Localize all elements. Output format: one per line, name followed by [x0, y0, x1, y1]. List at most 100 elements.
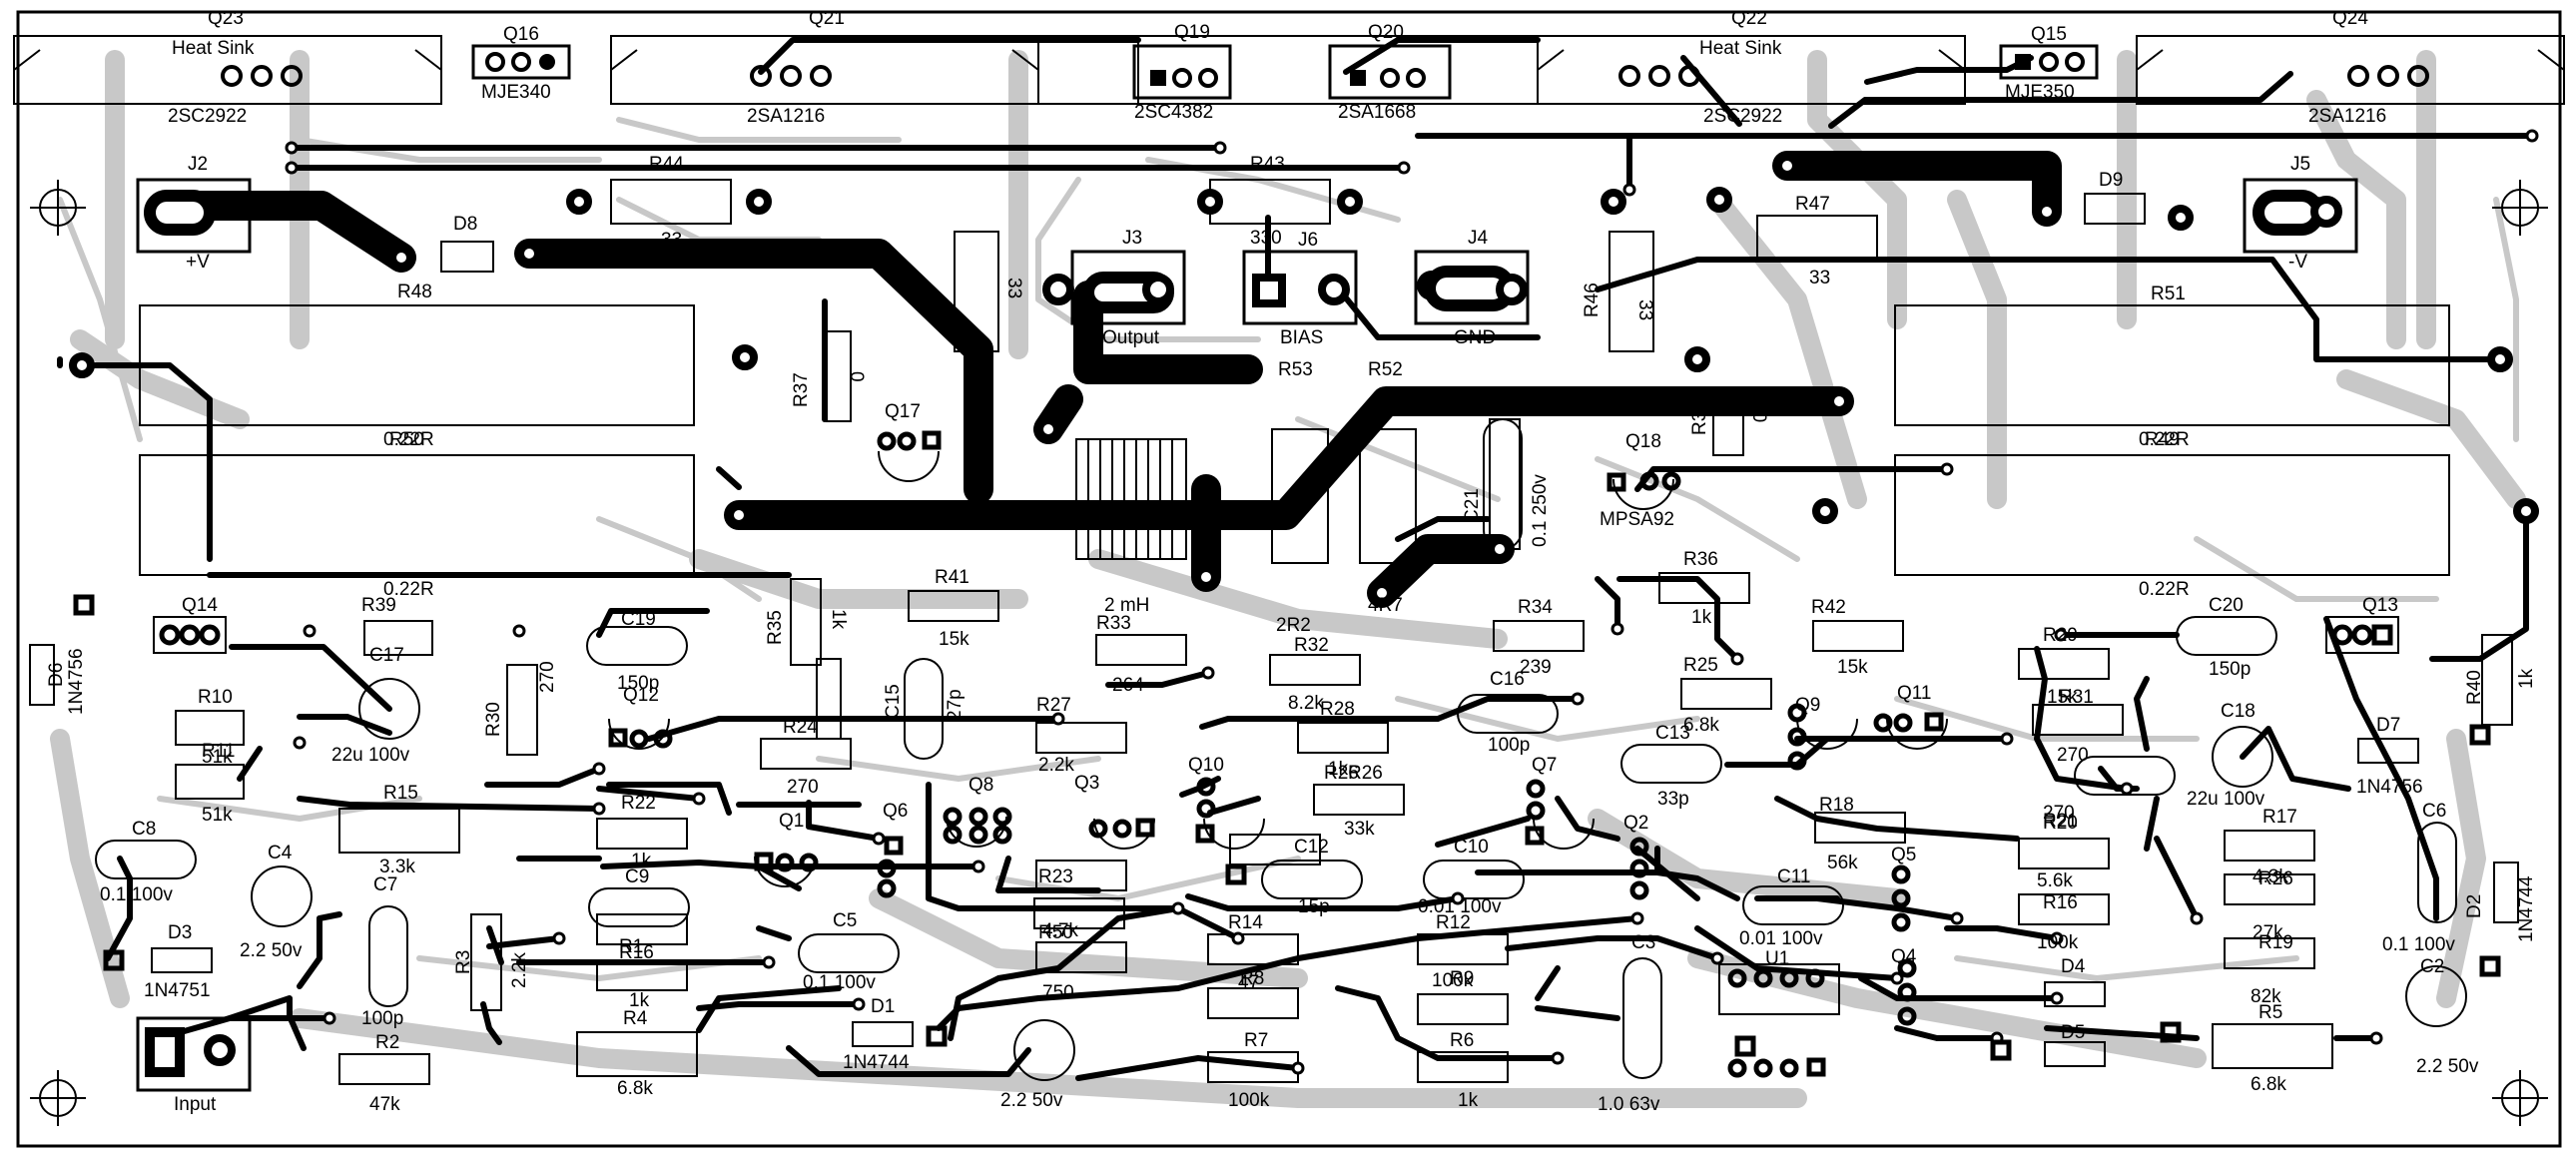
label-q22: Q22: [1731, 8, 1767, 29]
label-r39: R39: [361, 595, 396, 616]
label-r24: R24: [783, 717, 818, 738]
label-r35-value: 1k: [828, 609, 849, 630]
label-r24-value: 270: [787, 777, 819, 798]
label-r30-value: 270: [537, 661, 558, 693]
label-r16: R16: [2043, 892, 2078, 913]
label-r6: R6: [1450, 1030, 1474, 1051]
label-c4-value: 2.2 50v: [240, 940, 303, 961]
label-mje350: MJE350: [2005, 82, 2075, 103]
label-q8: Q8: [968, 775, 993, 796]
label-r11-value: 51k: [202, 805, 233, 826]
label-d2-value: 1N4744: [2516, 875, 2537, 942]
label-2sa1668: 2SA1668: [1338, 102, 1416, 123]
transistor-q15: [1999, 44, 2099, 80]
label-r17: R17: [2262, 807, 2297, 828]
label-c7-value: 100p: [361, 1008, 403, 1029]
label-q21: Q21: [809, 8, 845, 29]
label-c17-value: 22u 100v: [331, 745, 410, 766]
label-q18: Q18: [1625, 431, 1661, 452]
label-u1: U1: [1765, 948, 1789, 969]
label-c17: C17: [369, 645, 404, 666]
label-r43-value: 330: [1250, 228, 1282, 249]
label-q16: Q16: [503, 24, 539, 45]
label-r42-value: 15k: [1837, 657, 1868, 678]
label-r26-right-value: 27k: [2253, 922, 2283, 943]
label-r20-value: 5.6k: [2037, 870, 2073, 891]
label-c13: C13: [1655, 723, 1690, 744]
label-r28-value: 1k: [1328, 759, 1349, 780]
label-j4: J4: [1468, 228, 1489, 249]
label-q2: Q2: [1623, 813, 1648, 834]
label-q14: Q14: [182, 595, 218, 616]
transistor-q20-pads: [1350, 68, 1426, 88]
label-c21-value: 0.1 250v: [1530, 474, 1551, 547]
label-q24: Q24: [2332, 8, 2368, 29]
label-q9: Q9: [1795, 695, 1820, 716]
label-r11: R11: [202, 741, 235, 762]
label-r3-value: 2.2k: [509, 952, 530, 988]
label-c8: C8: [132, 819, 156, 840]
label-r44-value: 33: [661, 230, 682, 251]
label-r15: R15: [383, 783, 418, 804]
label-r19-value: 82k: [2251, 986, 2281, 1007]
label-r14: R14: [1228, 912, 1263, 933]
mark-top-left: [30, 180, 86, 236]
label-r36: R36: [1683, 549, 1718, 570]
small-components: [29, 193, 2519, 1085]
label-r12-value: 100k: [1432, 970, 1474, 991]
mark-top-right: [2492, 180, 2548, 236]
label-c16: C16: [1490, 669, 1525, 690]
label-r30: R30: [483, 702, 504, 737]
label-r28: R28: [1320, 699, 1355, 720]
label-r26-mid: R26: [1324, 763, 1359, 784]
label-minus-v: -V: [2288, 252, 2307, 273]
label-d9: D9: [2099, 170, 2123, 191]
label-r29: R29: [2043, 625, 2078, 646]
label-c8-value: 0.1 100v: [100, 884, 173, 905]
label-r10: R10: [198, 687, 233, 708]
label-q1: Q1: [779, 811, 804, 832]
label-c11-value: 0.01 100v: [1739, 928, 1823, 949]
label-r50-small-value: 750: [1042, 982, 1074, 1003]
label-d5: D5: [2061, 1022, 2085, 1043]
label-c16-value: 100p: [1488, 735, 1530, 756]
label-d8: D8: [453, 214, 477, 235]
square-pads: [73, 594, 2501, 1061]
label-r46: R46: [1582, 283, 1603, 317]
small-pads: [285, 129, 2539, 1075]
label-r21: R21: [2043, 811, 2078, 832]
label-d1: D1: [871, 996, 895, 1017]
label-d7: D7: [2376, 715, 2400, 736]
mark-bottom-left: [30, 1070, 86, 1126]
connector-j4: [1414, 250, 1530, 325]
label-r40: R40: [2464, 670, 2485, 705]
label-r51: R51: [2151, 284, 2186, 304]
label-r19: R19: [2258, 932, 2293, 953]
label-r27: R27: [1036, 695, 1071, 716]
label-c5-value: 0.1 100v: [803, 972, 876, 993]
label-r8: R8: [1240, 968, 1264, 989]
label-r40-value: 1k: [2516, 668, 2537, 689]
label-q19: Q19: [1174, 22, 1210, 43]
label-r18-value: 56k: [1827, 853, 1858, 873]
label-d6: D6: [46, 663, 67, 687]
label-r53: R53: [1278, 359, 1313, 380]
label-r41: R41: [935, 567, 969, 588]
label-r27-value: 2.2k: [1038, 755, 1074, 776]
label-gnd: GND: [1454, 327, 1496, 348]
label-r32-value: 8.2k: [1288, 693, 1324, 714]
transistor-q16: [471, 44, 571, 80]
label-d7-value: 1N4756: [2356, 777, 2423, 798]
label-r34-value: 239: [1520, 657, 1552, 678]
label-r47: R47: [1795, 194, 1830, 215]
label-r22-value: 1k: [631, 851, 652, 871]
label-c3: C3: [1631, 932, 1655, 953]
label-c7: C7: [373, 874, 397, 895]
label-output: Output: [1102, 327, 1160, 348]
output-inductor: [1075, 438, 1187, 560]
label-q15: Q15: [2031, 24, 2067, 45]
label-c12-value: 15p: [1298, 896, 1330, 917]
label-r23-value: 4.7k: [1042, 920, 1078, 941]
label-r31: R31: [2059, 687, 2094, 708]
